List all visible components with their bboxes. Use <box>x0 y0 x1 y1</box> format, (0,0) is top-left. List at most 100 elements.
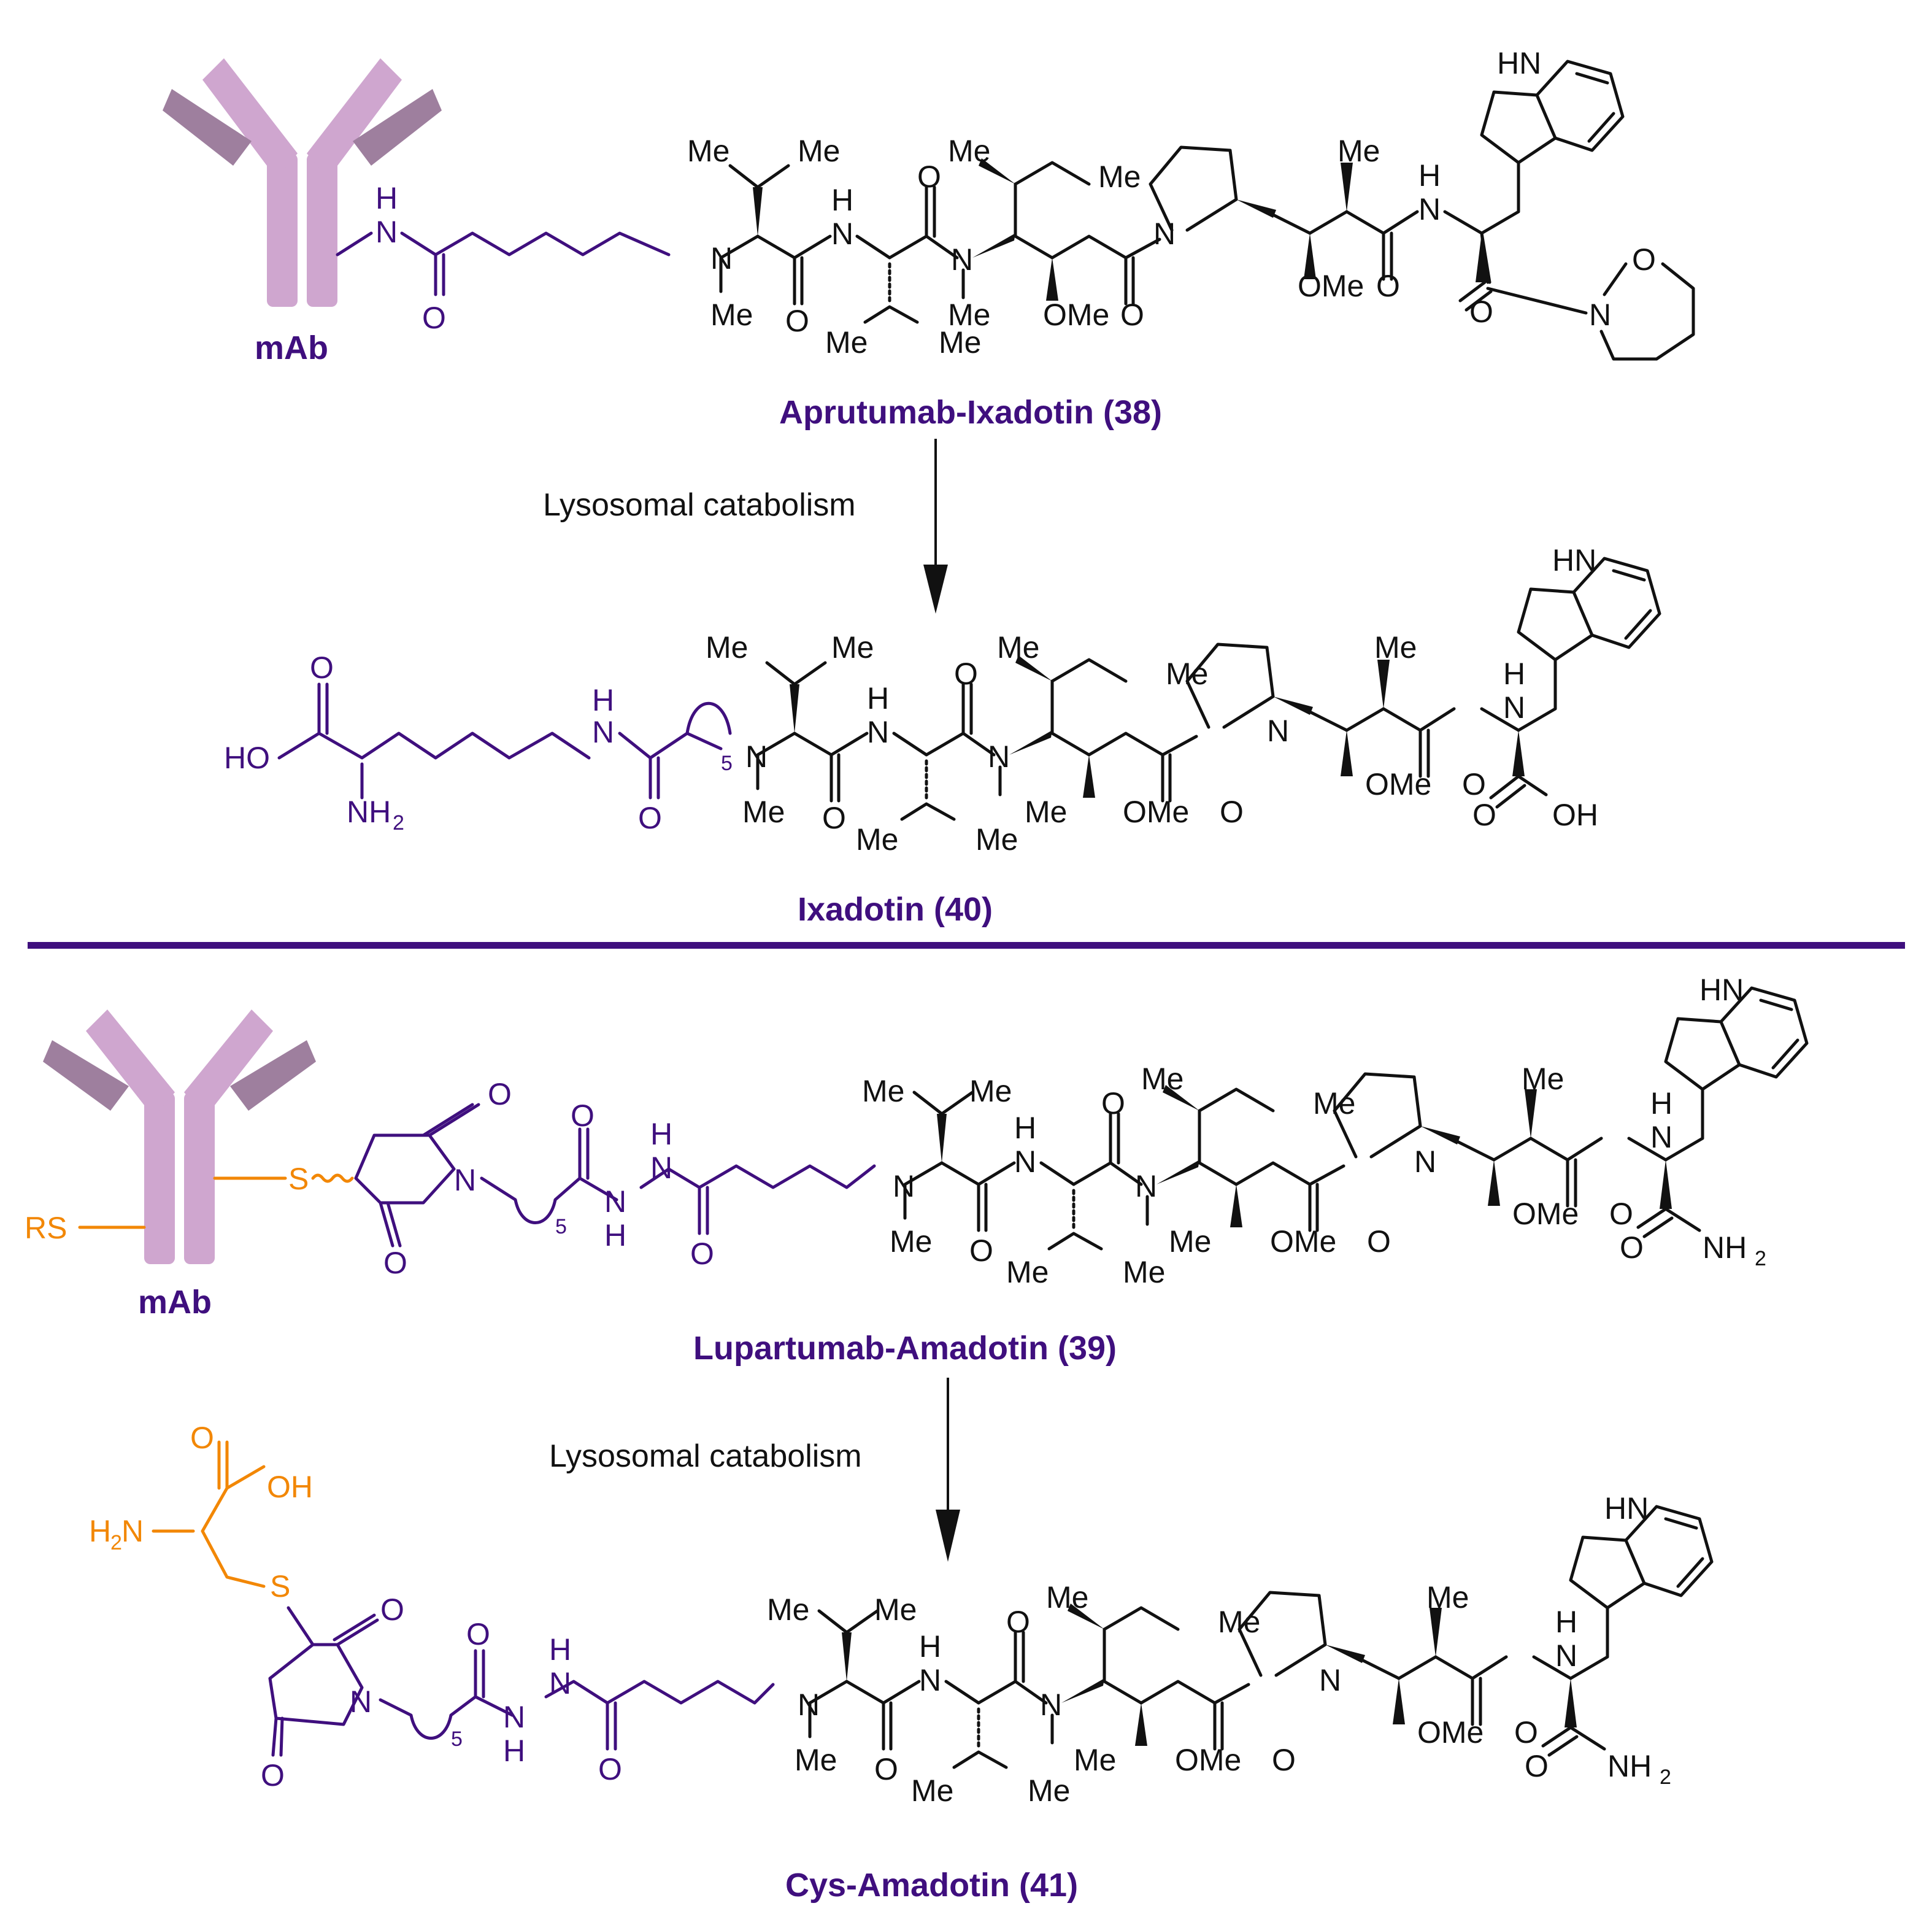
atom-me: Me <box>1169 1224 1211 1259</box>
atom-n: N <box>1503 690 1525 725</box>
subscript-2: 2 <box>110 1531 122 1554</box>
atom-nh: NH <box>347 795 391 829</box>
atom-n: N <box>650 1151 672 1185</box>
atom-me: Me <box>874 1592 917 1627</box>
atom-n: N <box>1418 192 1441 226</box>
subscript-5: 5 <box>721 752 733 775</box>
atom-h: H <box>867 681 889 716</box>
atom-o: O <box>969 1233 993 1268</box>
atom-o: O <box>917 160 941 194</box>
atom-n: N <box>549 1666 571 1700</box>
atom-me: Me <box>856 822 898 857</box>
atom-me: Me <box>969 1074 1012 1108</box>
atom-o: O <box>380 1592 404 1627</box>
arrow-2-caption: Lysosomal catabolism <box>549 1438 862 1474</box>
atom-oh: OH <box>1552 798 1598 832</box>
atom-me: Me <box>1006 1255 1049 1289</box>
atom-h: H <box>89 1514 111 1548</box>
atom-n: N <box>375 215 398 249</box>
atom-n: N <box>1135 1169 1157 1203</box>
atom-n: N <box>951 242 973 277</box>
atom-n: N <box>798 1688 820 1722</box>
arrow-head-icon <box>936 1510 960 1562</box>
atom-n: N <box>745 739 768 774</box>
subscript-5: 5 <box>451 1727 463 1751</box>
atom-me: Me <box>1046 1580 1088 1615</box>
atom-me: Me <box>742 795 785 829</box>
atom-h: H <box>592 683 614 717</box>
atom-me: Me <box>825 325 868 360</box>
atom-me: Me <box>767 1592 809 1627</box>
atom-n: N <box>454 1163 476 1197</box>
atom-me: Me <box>911 1773 953 1808</box>
atom-me: Me <box>1166 657 1208 691</box>
atom-me: Me <box>997 630 1039 665</box>
atom-o: O <box>1469 295 1493 329</box>
compound-39-title: Lupartumab-Amadotin (39) <box>693 1330 1117 1367</box>
atom-n: N <box>1414 1144 1436 1179</box>
atom-ome: OMe <box>1175 1743 1241 1777</box>
atom-o: O <box>1006 1605 1030 1639</box>
atom-s: S <box>270 1569 290 1604</box>
compound-41-title: Cys-Amadotin (41) <box>785 1867 1078 1904</box>
atom-me: Me <box>1313 1086 1355 1121</box>
atom-n: N <box>710 241 733 276</box>
atom-me: Me <box>1218 1605 1260 1639</box>
atom-o: O <box>383 1246 407 1280</box>
atom-ome: OMe <box>1417 1715 1484 1750</box>
atom-hn: HN <box>1604 1491 1649 1526</box>
atom-me: Me <box>862 1074 904 1108</box>
atom-h: H <box>1014 1111 1036 1145</box>
atom-me: Me <box>948 298 990 332</box>
atom-me: Me <box>890 1224 932 1259</box>
atom-o: O <box>1101 1086 1125 1121</box>
atom-o: O <box>1620 1230 1644 1265</box>
atom-h: H <box>503 1734 525 1768</box>
atom-me: Me <box>1141 1062 1183 1096</box>
atom-n: N <box>1555 1638 1577 1673</box>
atom-ome: OMe <box>1270 1224 1336 1259</box>
atom-o: O <box>598 1752 622 1786</box>
atom-ome: OMe <box>1043 298 1109 332</box>
atom-me: Me <box>1028 1773 1070 1808</box>
atom-n: N <box>1319 1663 1341 1697</box>
atom-n: N <box>1650 1120 1672 1154</box>
subscript-2: 2 <box>393 811 404 835</box>
atom-me: Me <box>939 325 981 360</box>
atom-me: Me <box>1337 134 1380 168</box>
atom-me: Me <box>1025 795 1067 829</box>
atom-me: Me <box>1098 160 1141 194</box>
atom-ome: OMe <box>1123 795 1189 829</box>
atom-n: N <box>1040 1688 1062 1722</box>
atom-me: Me <box>976 822 1018 857</box>
atom-me: Me <box>798 134 840 168</box>
atom-o: O <box>261 1758 285 1793</box>
atom-o: O <box>1220 795 1244 829</box>
atom-ome: OMe <box>1298 269 1364 303</box>
antibody-icon-2 <box>43 1009 316 1264</box>
atom-nh: NH <box>1607 1749 1652 1783</box>
subscript-2: 2 <box>1755 1247 1766 1270</box>
compound-38-title: Aprutumab-Ixadotin (38) <box>779 394 1162 431</box>
atom-me: Me <box>1374 630 1417 665</box>
atom-h: H <box>919 1629 941 1664</box>
atom-o: O <box>1272 1743 1296 1777</box>
atom-hn: HN <box>1699 973 1744 1007</box>
atom-o: O <box>1120 298 1144 332</box>
atom-o: O <box>690 1237 714 1271</box>
atom-n: N <box>1014 1144 1036 1179</box>
atom-o: O <box>785 304 809 338</box>
atom-h: H <box>1418 158 1441 193</box>
atom-h: H <box>831 183 853 217</box>
atom-h: H <box>549 1632 571 1667</box>
atom-rs: RS <box>25 1211 67 1245</box>
atom-o: O <box>1376 269 1400 303</box>
atom-n: N <box>604 1184 626 1219</box>
atom-o: O <box>310 650 334 685</box>
atom-me: Me <box>1426 1580 1469 1615</box>
atom-o: O <box>1632 242 1656 277</box>
atom-h: H <box>1650 1086 1672 1121</box>
atom-me: Me <box>795 1743 837 1777</box>
atom-o: O <box>1472 798 1496 832</box>
